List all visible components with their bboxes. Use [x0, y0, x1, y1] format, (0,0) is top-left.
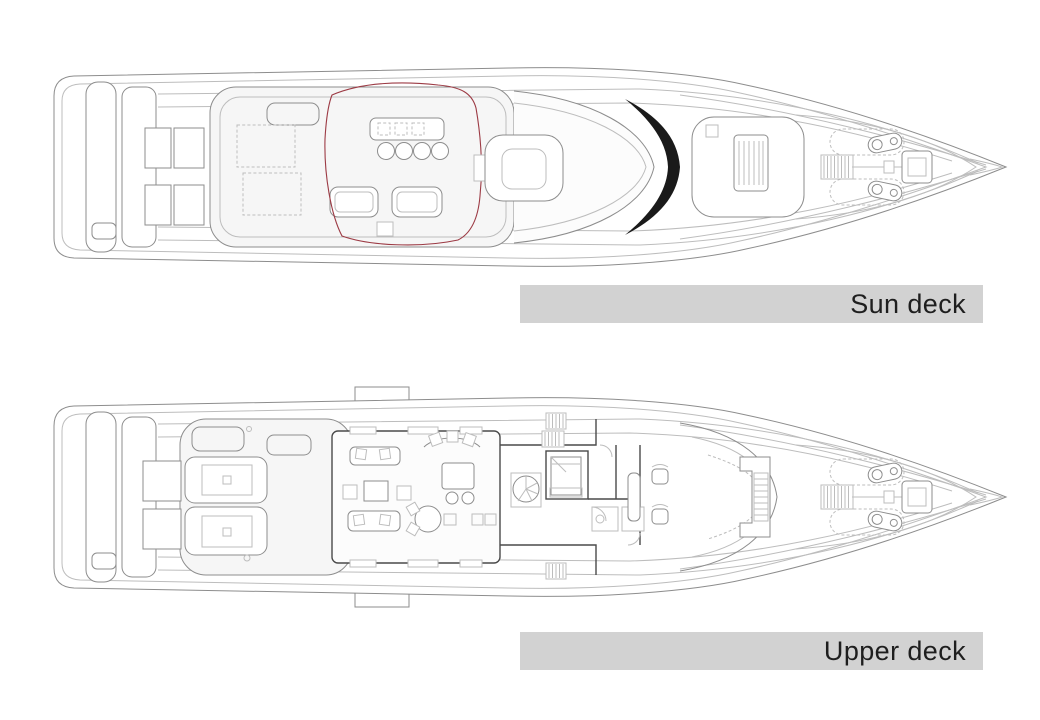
grill-console [266, 102, 320, 126]
sunpad [242, 172, 302, 216]
vent-grill [191, 426, 245, 452]
bridge-stairs [739, 456, 771, 538]
sun-deck-features [144, 82, 805, 248]
aft-loungers [142, 456, 268, 562]
sun-deck-label: Sun deck [520, 285, 983, 323]
wheelhouse [627, 422, 778, 572]
vent-grill [266, 434, 312, 456]
sun-deck-platform [209, 86, 515, 248]
sun-deck-settees [329, 186, 443, 237]
upper-deck-drawing [53, 386, 1007, 608]
sunpad [236, 124, 296, 168]
bar-area [369, 117, 449, 160]
windshield-crescent [625, 99, 680, 235]
salon [331, 426, 501, 568]
jacuzzi [473, 90, 655, 244]
fore-cockpit [691, 116, 805, 218]
hardtop-outline [324, 82, 482, 246]
upper-deck-features [142, 412, 778, 580]
upper-deck-label: Upper deck [520, 632, 983, 670]
sun-loungers-aft [144, 127, 205, 226]
sun-deck-drawing [53, 67, 1007, 267]
